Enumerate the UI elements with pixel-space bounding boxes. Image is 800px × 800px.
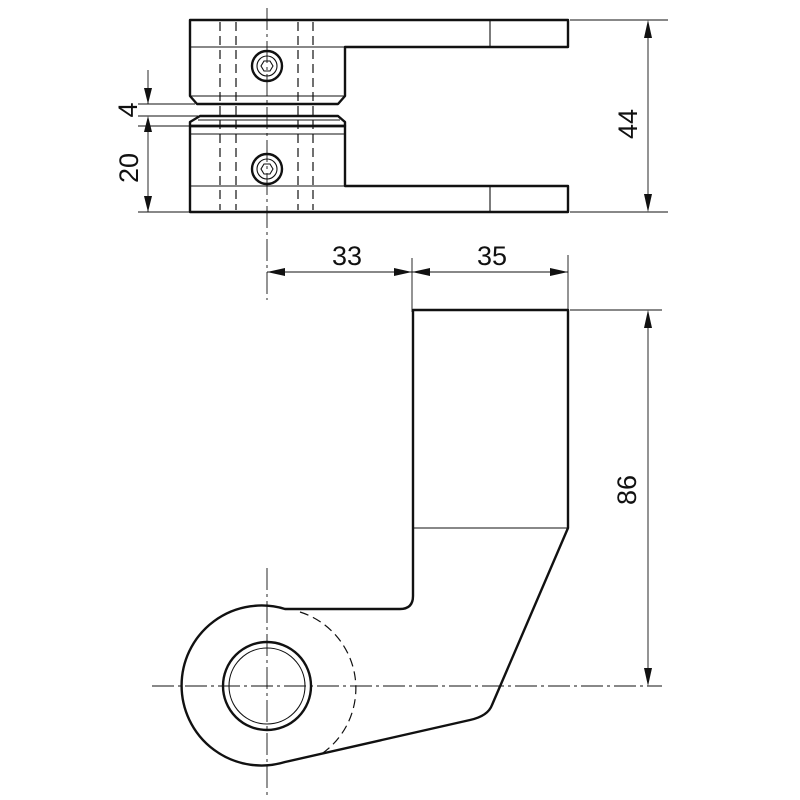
dimension-86: 86 — [570, 309, 662, 686]
dimension-4: 4 — [113, 70, 198, 132]
dimension-35: 35 — [411, 241, 569, 312]
pivot-bore-inner — [228, 647, 306, 725]
dimension-label-35: 35 — [477, 241, 507, 271]
dimension-label-20: 20 — [114, 153, 144, 183]
dimension-label-86: 86 — [612, 475, 642, 505]
dimension-33: 33 — [267, 241, 412, 276]
upper-block-outline — [188, 18, 570, 106]
plan-view: 86 — [152, 308, 662, 795]
lower-set-screw-icon — [250, 152, 284, 186]
lower-block-outline — [188, 124, 570, 214]
separator-ring — [188, 114, 347, 128]
top-view: 44 4 20 — [113, 8, 668, 300]
hinge-arm-outline — [180, 308, 570, 767]
upper-set-screw-icon — [250, 49, 284, 83]
dimension-label-4: 4 — [113, 102, 143, 117]
dimension-20: 20 — [114, 118, 190, 213]
hub-hidden-arc — [299, 611, 357, 756]
dimension-label-33: 33 — [332, 241, 362, 271]
pivot-bore-outer — [221, 640, 313, 732]
dimension-label-44: 44 — [613, 109, 643, 139]
dimension-44: 44 — [570, 19, 668, 213]
